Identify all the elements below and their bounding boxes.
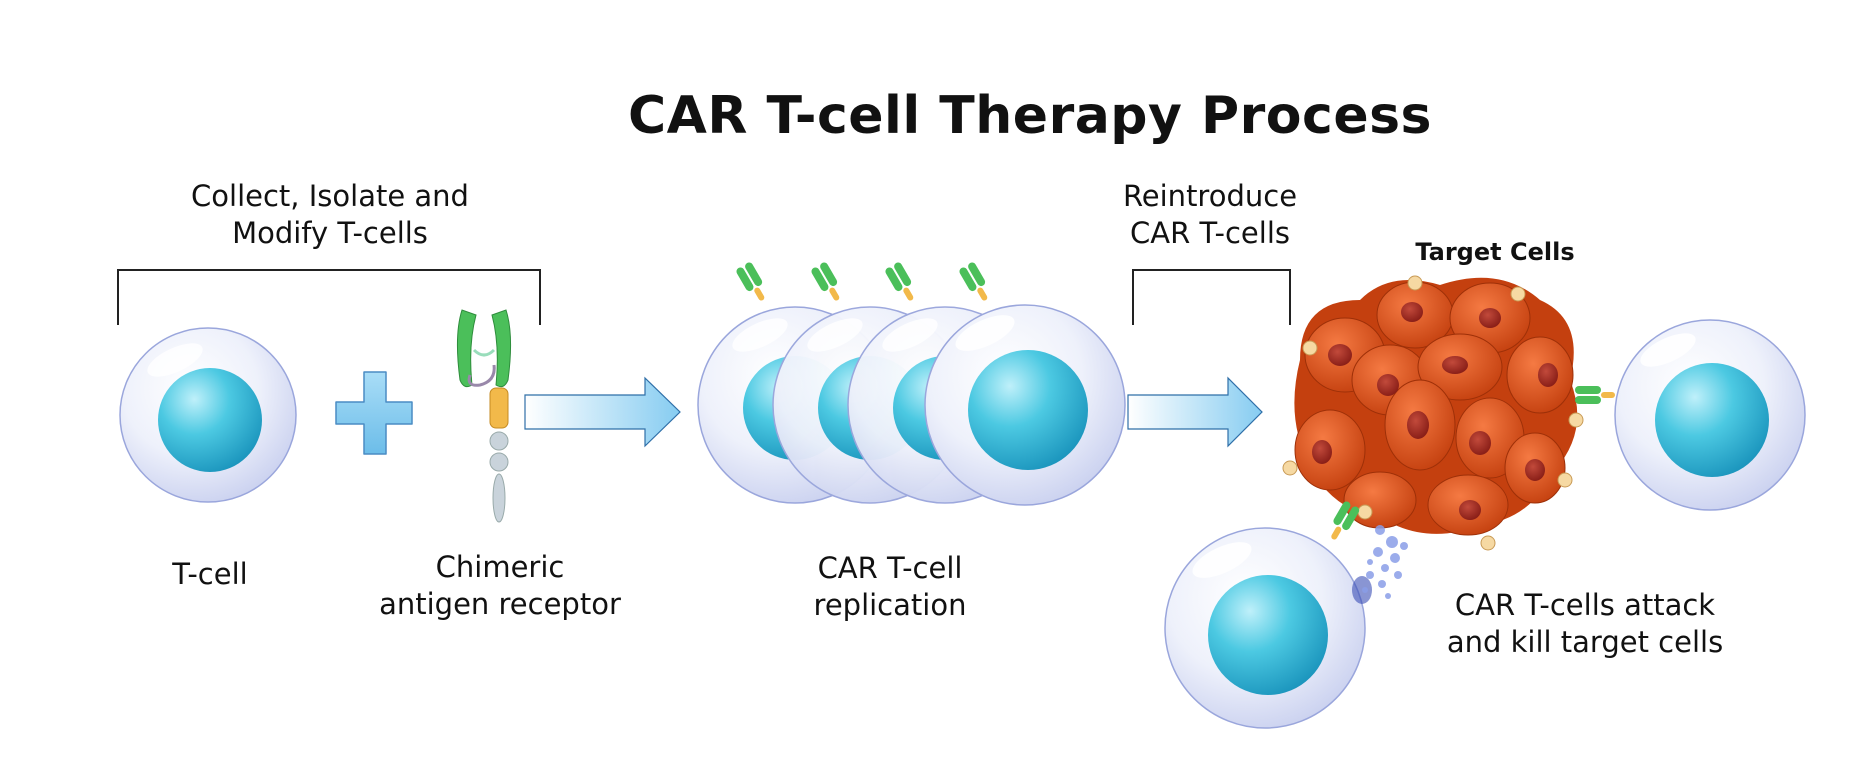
granules-icon xyxy=(1362,525,1408,599)
attack-label-line2: and kill target cells xyxy=(1446,625,1724,659)
car-label-line1: Chimeric xyxy=(435,550,565,584)
attack-label-line1: CAR T-cells attack xyxy=(1454,588,1716,622)
step-collect-label: Collect, Isolate and Modify T-cells xyxy=(160,178,500,252)
plus-icon xyxy=(335,371,413,455)
target-cells-label: Target Cells xyxy=(1415,238,1575,266)
replicated-car-t-cells xyxy=(697,262,1126,506)
replication-label: CAR T-cell replication xyxy=(780,550,1000,624)
car-t-cell-icon-4 xyxy=(924,304,1126,506)
attack-label: CAR T-cells attack and kill target cells xyxy=(1440,587,1730,661)
step-collect-line1: Collect, Isolate and xyxy=(191,179,469,213)
car-receptor-icon xyxy=(456,309,512,523)
arrow-icon-1 xyxy=(524,376,681,448)
diagram-title: CAR T-cell Therapy Process xyxy=(628,86,1432,146)
step-reintroduce-label: Reintroduce CAR T-cells xyxy=(1100,178,1320,252)
t-cell-icon xyxy=(119,327,297,503)
car-label-line2: antigen receptor xyxy=(379,587,621,621)
mini-receptor-icon-2 xyxy=(811,262,840,301)
mini-receptor-icon-4 xyxy=(959,262,988,301)
mini-receptor-icon-3 xyxy=(885,262,914,301)
arrow-icon-2 xyxy=(1127,376,1263,448)
step-collect-line2: Modify T-cells xyxy=(232,216,428,250)
mini-receptor-icon-1 xyxy=(736,262,765,301)
replication-label-line2: replication xyxy=(813,588,967,622)
step-reintroduce-line2: CAR T-cells xyxy=(1130,216,1290,250)
replication-label-line1: CAR T-cell xyxy=(817,551,963,585)
t-cell-label: T-cell xyxy=(172,557,248,591)
bracket-reintroduce xyxy=(1132,269,1291,325)
bracket-collect xyxy=(117,269,541,325)
car-label: Chimeric antigen receptor xyxy=(370,549,630,623)
attacking-car-t-cell-right-icon xyxy=(1575,319,1806,511)
attacking-car-t-cell-bottom-icon xyxy=(1164,501,1372,729)
target-cells-cluster-icon xyxy=(1282,275,1584,551)
step-reintroduce-line1: Reintroduce xyxy=(1122,179,1298,213)
